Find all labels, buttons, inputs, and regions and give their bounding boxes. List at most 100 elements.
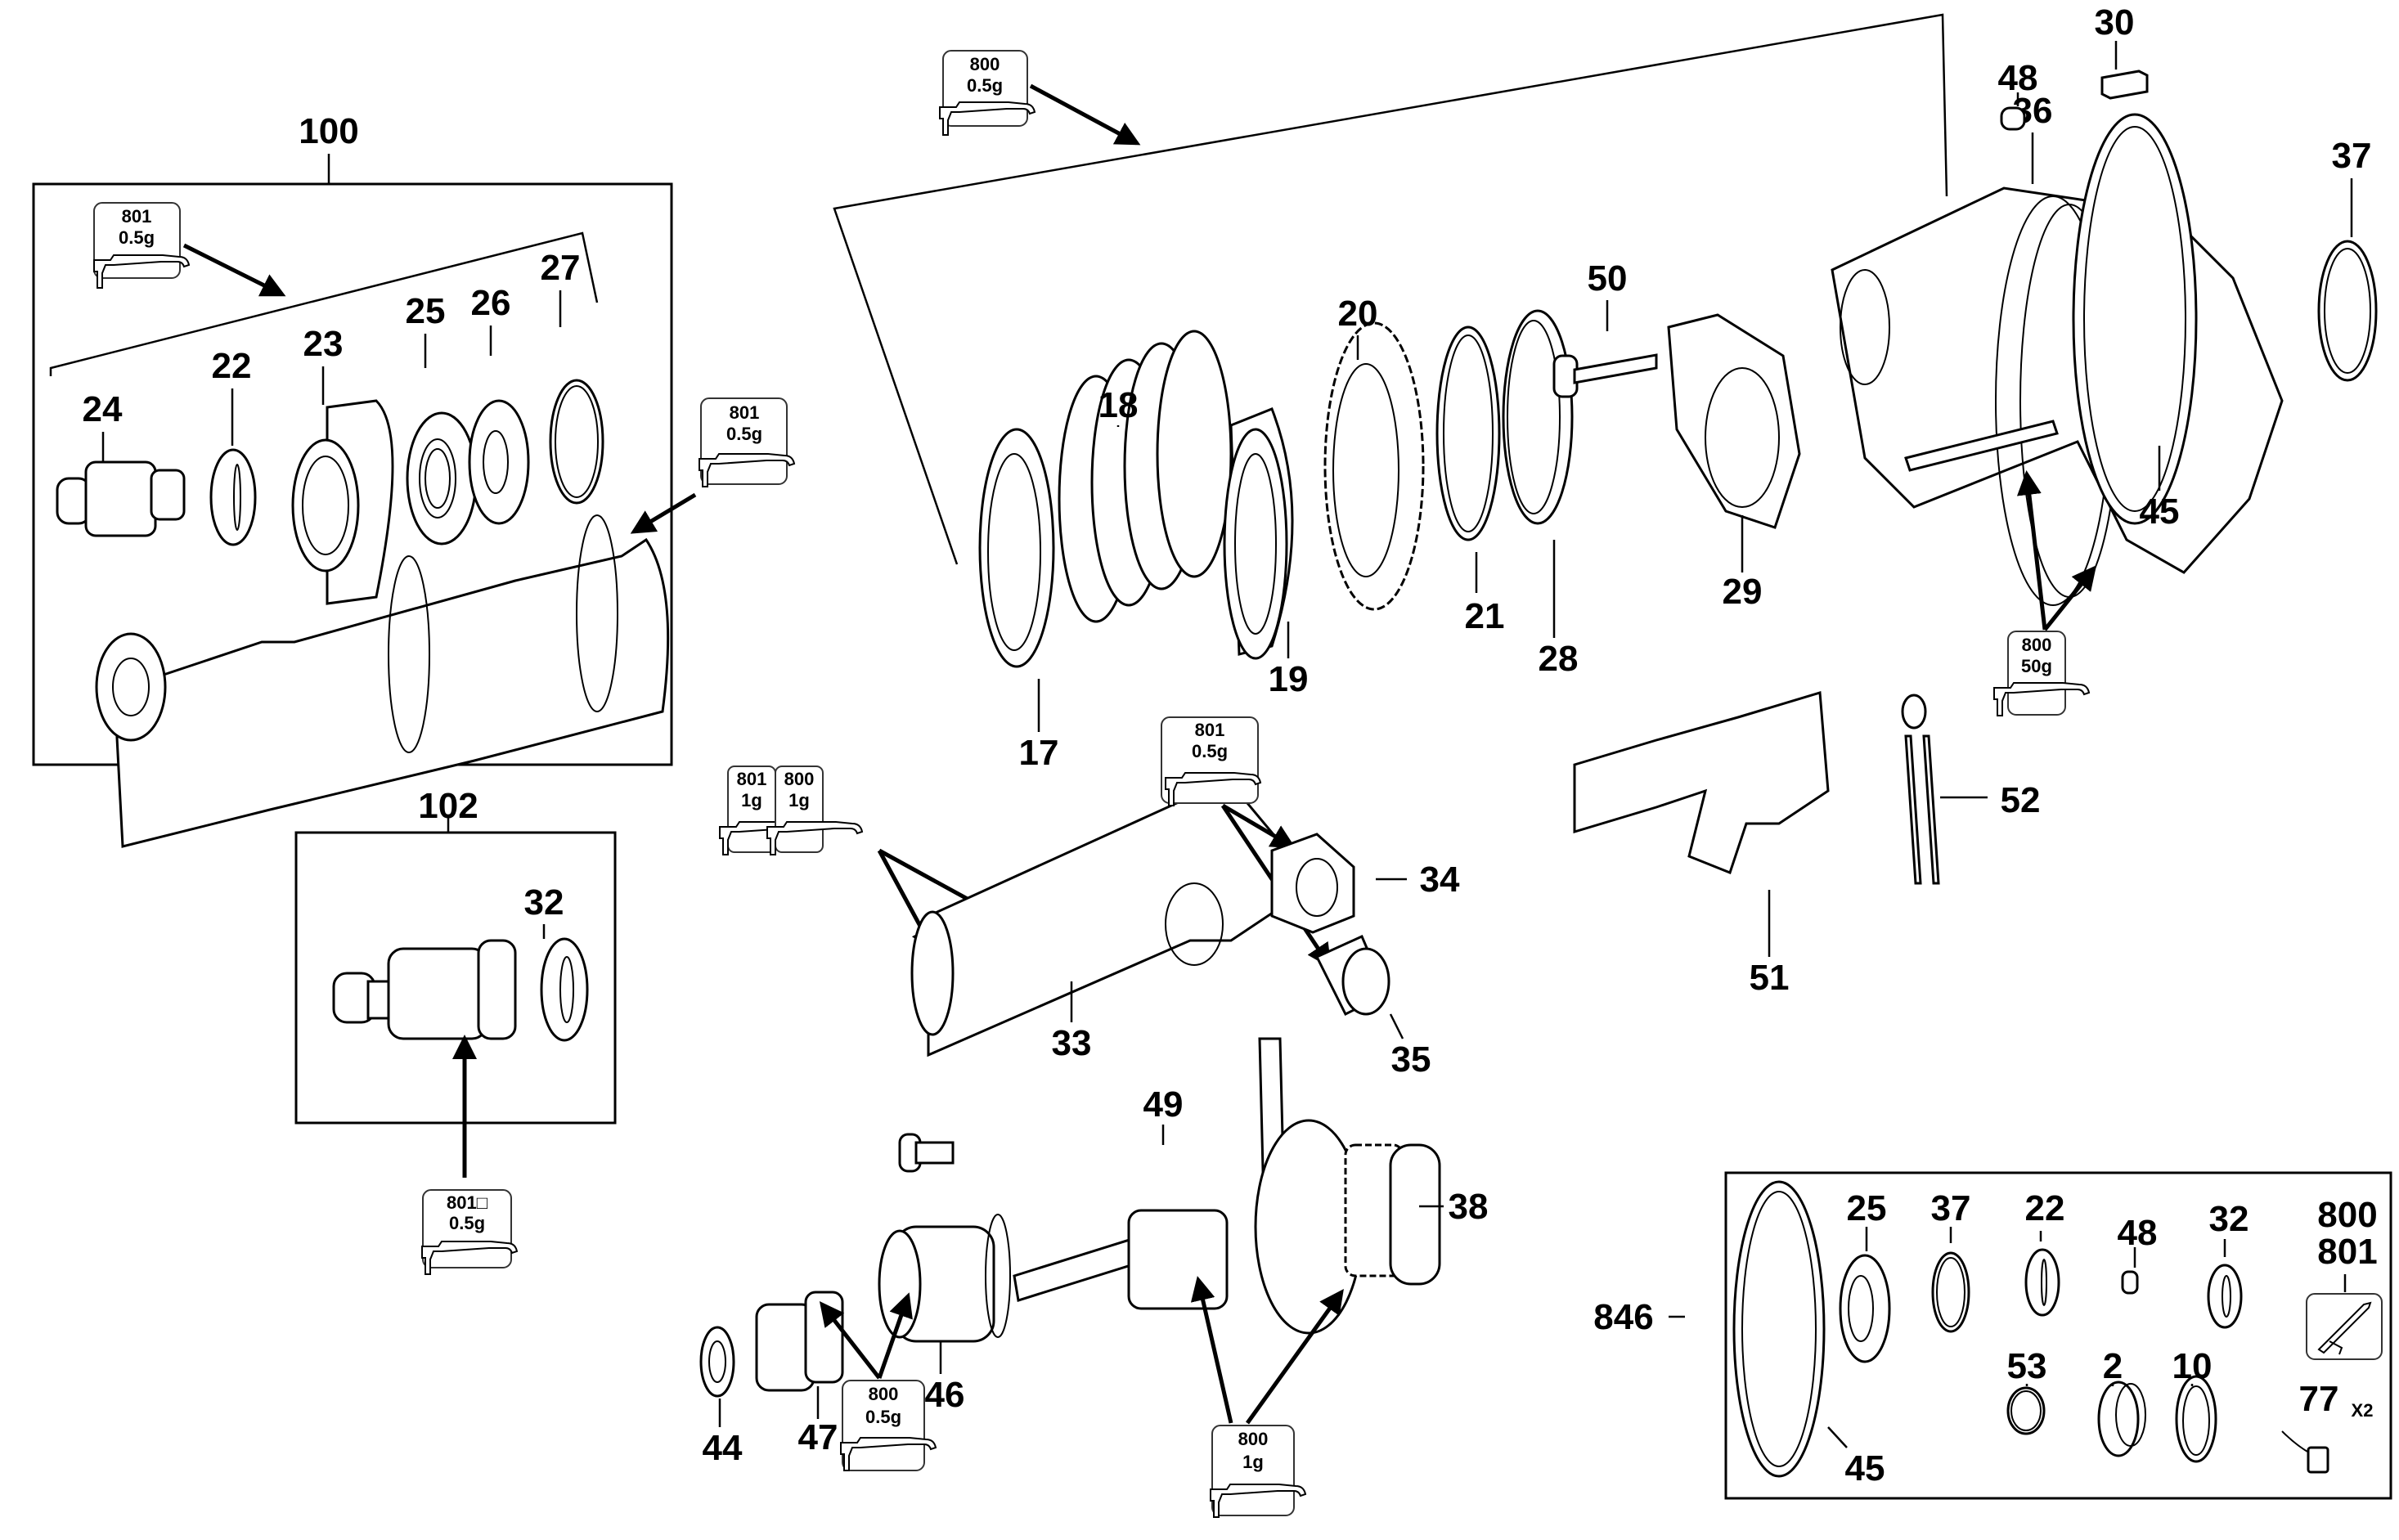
grease-badge-b7: 801 0.5g <box>1161 716 1261 806</box>
assembly-100: 100 24 22 23 25 26 27 <box>32 111 673 848</box>
part-26[interactable] <box>468 399 530 525</box>
label-46: 46 <box>925 1375 965 1415</box>
kit-part-37[interactable] <box>1931 1251 1970 1333</box>
svg-text:800: 800 <box>1238 1429 1269 1449</box>
kit-part-2[interactable] <box>2097 1381 2146 1457</box>
grease-badge-b8: 801□ 0.5g <box>421 1189 518 1275</box>
part-22[interactable] <box>209 448 257 546</box>
kit-label-45: 45 <box>1845 1448 1885 1488</box>
label-47: 47 <box>798 1417 838 1457</box>
part-17[interactable] <box>978 428 1055 668</box>
svg-text:801: 801 <box>730 402 760 423</box>
assembly-846: 846 45 25 37 22 48 32 800 801 53 2 <box>1593 1171 2392 1500</box>
part-32[interactable] <box>540 937 589 1042</box>
kit-label-77: 77 <box>2299 1379 2339 1419</box>
grease-badge-b4: 800 50g <box>1993 631 2090 716</box>
part-36[interactable] <box>1831 186 2284 606</box>
kit-label-48: 48 <box>2118 1213 2158 1253</box>
svg-text:801: 801 <box>1195 720 1225 740</box>
part-37[interactable] <box>2317 240 2378 382</box>
arrow-b9b <box>877 1292 913 1379</box>
grease-badge-b3: 800 0.5g <box>939 50 1036 136</box>
svg-text:0.5g: 0.5g <box>119 227 155 248</box>
grease-gun-icon <box>2317 1301 2372 1355</box>
svg-text:50g: 50g <box>2021 656 2052 676</box>
assembly-102-frame <box>294 831 617 1125</box>
label-38: 38 <box>1449 1187 1489 1227</box>
kit-part-32[interactable] <box>2207 1264 2243 1329</box>
part-23[interactable] <box>291 399 394 605</box>
kit-part-45[interactable] <box>1732 1180 1826 1478</box>
label-50: 50 <box>1588 258 1628 299</box>
arrow-b4a <box>2016 470 2047 631</box>
part-27[interactable] <box>549 379 604 505</box>
kit-part-77[interactable] <box>2281 1430 2329 1474</box>
label-19: 19 <box>1269 659 1309 699</box>
part-52[interactable] <box>1901 694 1940 885</box>
part-48[interactable] <box>2000 106 2026 131</box>
kit-label-22: 22 <box>2025 1188 2065 1228</box>
label-45: 45 <box>2140 492 2180 532</box>
part-anvil[interactable] <box>95 514 670 848</box>
bracket-100 <box>49 231 599 376</box>
part-34[interactable] <box>1270 833 1355 934</box>
kit-part-22[interactable] <box>2024 1248 2060 1317</box>
svg-text:1g: 1g <box>741 790 762 810</box>
part-25[interactable] <box>406 411 478 546</box>
label-846: 846 <box>1593 1297 1653 1337</box>
part-49[interactable] <box>898 1133 955 1173</box>
part-44[interactable] <box>699 1326 735 1398</box>
arrow-b9a <box>819 1301 881 1380</box>
label-20: 20 <box>1338 294 1378 334</box>
part-21[interactable] <box>1435 326 1501 541</box>
grease-badge-b1: 801 0.5g <box>93 202 190 289</box>
part-20[interactable] <box>1323 321 1425 611</box>
svg-text:800: 800 <box>869 1384 899 1404</box>
label-48: 48 <box>1998 58 2038 98</box>
part-102-shaft[interactable] <box>332 939 517 1040</box>
svg-text:0.5g: 0.5g <box>726 424 762 444</box>
svg-text:801: 801 <box>122 206 152 227</box>
part-28[interactable] <box>1502 309 1574 525</box>
svg-text:0.5g: 0.5g <box>1192 741 1228 761</box>
part-47[interactable] <box>755 1291 844 1392</box>
part-35[interactable] <box>1314 935 1390 1017</box>
label-26: 26 <box>471 283 511 323</box>
part-45[interactable] <box>2072 113 2198 525</box>
part-38[interactable] <box>1013 1037 1441 1335</box>
assembly-102: 102 32 801□ 0.5g <box>294 786 617 1275</box>
kit-label-37: 37 <box>1931 1188 1971 1228</box>
kit-part-53[interactable] <box>2006 1386 2046 1435</box>
label-17: 17 <box>1019 733 1059 773</box>
part-50[interactable] <box>1552 353 1658 398</box>
kit-part-25[interactable] <box>1839 1254 1891 1363</box>
part-51[interactable] <box>1573 691 1830 874</box>
kit-part-48[interactable] <box>2121 1270 2139 1295</box>
kit-grease-badge <box>2306 1293 2383 1360</box>
label-18: 18 <box>1098 385 1139 425</box>
part-24[interactable] <box>56 460 186 537</box>
svg-text:0.5g: 0.5g <box>967 75 1003 96</box>
svg-text:0.5g: 0.5g <box>865 1407 901 1427</box>
part-29[interactable] <box>1667 313 1801 529</box>
kit-label-10: 10 <box>2172 1346 2213 1386</box>
part-33[interactable] <box>910 792 1282 1057</box>
part-18[interactable] <box>1058 330 1233 623</box>
kit-part-10[interactable] <box>2175 1375 2217 1463</box>
label-27: 27 <box>541 248 581 288</box>
grease-badge-b2: 801 0.5g <box>699 397 795 487</box>
kit-label-2: 2 <box>2103 1346 2123 1386</box>
kit-label-801: 801 <box>2317 1232 2377 1272</box>
kit-label-77-qty: X2 <box>2352 1400 2374 1421</box>
part-30[interactable] <box>2100 70 2149 100</box>
part-19[interactable] <box>1223 407 1294 660</box>
label-23: 23 <box>303 324 344 364</box>
label-30: 30 <box>2095 2 2135 43</box>
label-52: 52 <box>2001 780 2041 820</box>
label-44: 44 <box>703 1428 743 1468</box>
arrow-b10b <box>1245 1288 1344 1425</box>
kit-leader-45 <box>1827 1426 1848 1448</box>
label-100: 100 <box>299 111 358 151</box>
label-21: 21 <box>1465 596 1505 636</box>
